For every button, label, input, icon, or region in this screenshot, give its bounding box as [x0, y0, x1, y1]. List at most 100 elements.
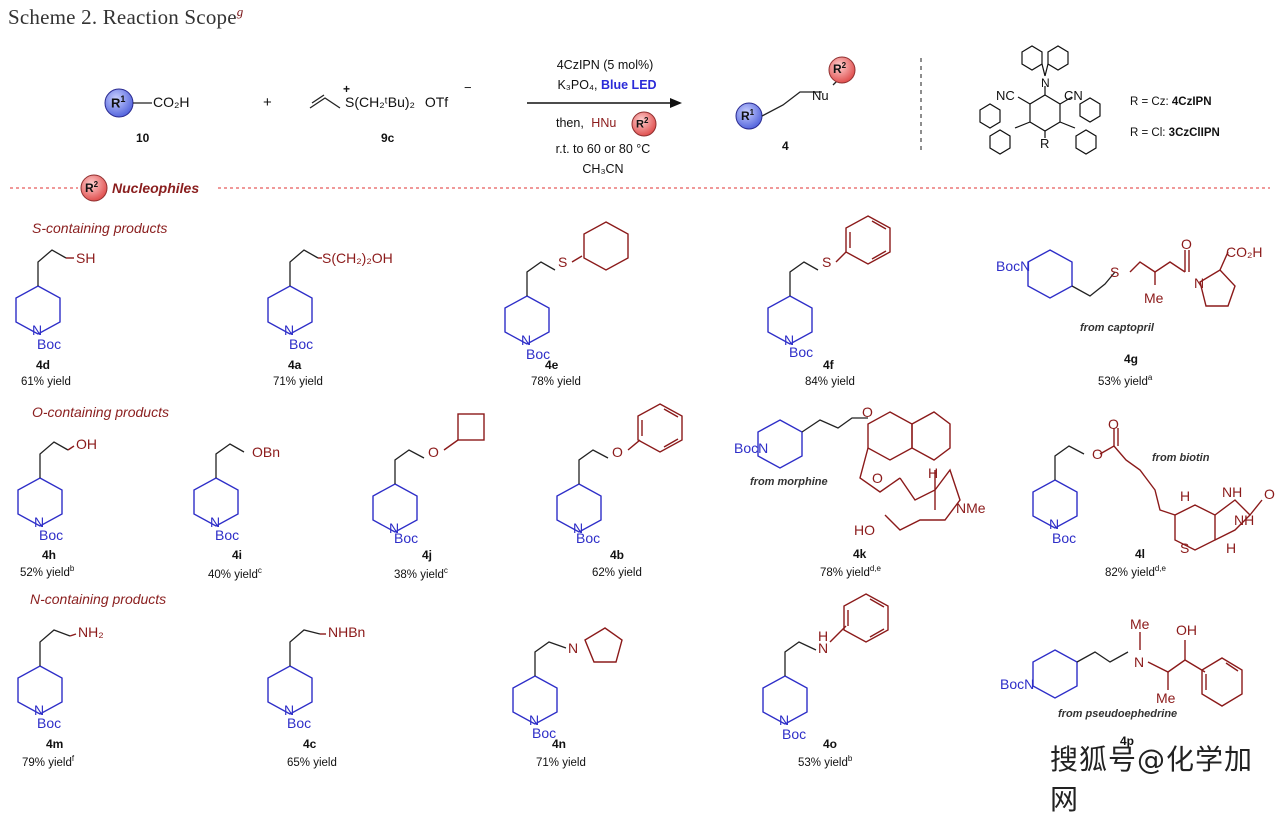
- n-4h: N: [34, 514, 45, 530]
- n-4e: N: [521, 332, 532, 348]
- n-4a: N: [284, 322, 295, 338]
- yield-4k: 78% yieldd,e: [820, 564, 881, 579]
- boc-4n: Boc: [532, 725, 557, 741]
- biotin-s: S: [1180, 540, 1190, 556]
- yield-4o: 53% yieldb: [798, 754, 853, 769]
- label-4p: 4p: [1120, 734, 1135, 748]
- group-4a: S(CH₂)₂OH: [322, 250, 393, 266]
- yield-4c: 65% yield: [287, 756, 337, 769]
- section-o: O-containing products: [32, 404, 169, 420]
- piperidine-4d: [15, 285, 61, 335]
- catalyst-nc: NC: [996, 88, 1015, 103]
- counterion-charge: −: [464, 80, 472, 95]
- group-4c: NHBn: [328, 624, 366, 640]
- phenyl-4o: [843, 593, 889, 643]
- r2-label-product: R2: [833, 61, 847, 76]
- morphine-o1: O: [862, 404, 873, 420]
- label-4i: 4i: [232, 548, 243, 562]
- source-4l: from biotin: [1152, 452, 1210, 464]
- phenyl-4f: [845, 215, 891, 265]
- piperidine-4p: [1032, 649, 1078, 699]
- biotin-o2: O: [1108, 416, 1119, 432]
- piperidine-4m: [17, 665, 63, 715]
- r1-label: R1: [111, 94, 126, 111]
- label-4m: 4m: [46, 737, 64, 751]
- captopril-s: S: [1110, 264, 1120, 280]
- label-4e: 4e: [545, 358, 559, 372]
- n-4o: N: [779, 712, 790, 728]
- piperidine-4h: [17, 477, 63, 527]
- phenyl-4b: [637, 403, 683, 453]
- boc-4f: Boc: [789, 344, 814, 360]
- boc-4e: Boc: [526, 346, 551, 362]
- boc-4h: Boc: [39, 527, 64, 543]
- boc-4a: Boc: [289, 336, 314, 352]
- piperidine-4g: [1027, 249, 1073, 299]
- morphine-h: H: [928, 465, 939, 481]
- morphine-nme: NMe: [956, 500, 986, 516]
- group-4o: H N: [818, 628, 829, 656]
- yield-4h: 52% yieldb: [20, 564, 75, 579]
- boc-4c: Boc: [287, 715, 312, 731]
- pyrrolidine-4n: [584, 627, 623, 663]
- group-4m: NH₂: [78, 624, 104, 640]
- label-4b: 4b: [610, 548, 625, 562]
- catalyst-r: R: [1040, 136, 1050, 151]
- biotin-h2: H: [1226, 540, 1237, 556]
- source-4k: from morphine: [750, 476, 828, 488]
- pseudo-me1: Me: [1130, 616, 1150, 632]
- catalyst-definition-1: R = Cz: 4CzIPN: [1130, 96, 1212, 108]
- boc-4p: BocN: [1000, 676, 1035, 692]
- nucleophiles-header: Nucleophiles: [112, 180, 200, 196]
- catalyst-structure: [979, 45, 1101, 155]
- captopril-o: O: [1181, 236, 1192, 252]
- sulfonium-charge: +: [343, 82, 351, 96]
- boc-4d: Boc: [37, 336, 62, 352]
- boc-4o: Boc: [782, 726, 807, 742]
- morphine-arene: [867, 411, 913, 461]
- boc-4g: BocN: [996, 258, 1031, 274]
- cyclobutyl-4j: [457, 413, 485, 441]
- yield-4j: 38% yieldc: [394, 566, 448, 581]
- piperidine-4a: [267, 285, 313, 335]
- n-4d: N: [32, 322, 43, 338]
- sulfonium-label: 9c: [381, 131, 395, 145]
- yield-4e: 78% yield: [531, 375, 581, 388]
- label-4l: 4l: [1135, 547, 1146, 561]
- n-4c: N: [284, 702, 295, 718]
- label-4a: 4a: [288, 358, 302, 372]
- n-4b: N: [573, 520, 584, 536]
- yield-4g: 53% yielda: [1098, 373, 1153, 388]
- n-4i: N: [210, 514, 221, 530]
- yield-4m: 79% yieldf: [22, 754, 75, 769]
- n-4j: N: [389, 520, 400, 536]
- source-4p: from pseudoephedrine: [1058, 708, 1178, 720]
- label-4o: 4o: [823, 737, 838, 751]
- r2-bubble-conditions: [631, 111, 657, 137]
- acid-label: 10: [136, 131, 150, 145]
- pseudo-me2: Me: [1156, 690, 1176, 706]
- scheme-title: Scheme 2. Reaction Scopeg: [8, 4, 244, 29]
- captopril-n: N: [1194, 275, 1205, 291]
- label-4j: 4j: [422, 548, 433, 562]
- piperidine-4o: [762, 675, 808, 725]
- section-n: N-containing products: [30, 591, 167, 607]
- group-4j: O: [428, 444, 439, 460]
- biotin-h1: H: [1180, 488, 1191, 504]
- n-4n: N: [529, 712, 540, 728]
- boc-4i: Boc: [215, 527, 240, 543]
- scheme-artwork: [10, 45, 1270, 725]
- catalyst-definition-2: R = Cl: 3CzClIPN: [1130, 127, 1220, 139]
- label-4n: 4n: [552, 737, 567, 751]
- yield-4i: 40% yieldc: [208, 566, 262, 581]
- catalyst-n: N: [1041, 76, 1050, 90]
- label-4c: 4c: [303, 737, 317, 751]
- group-4n: N: [568, 640, 579, 656]
- pseudo-oh: OH: [1176, 622, 1197, 638]
- biotin-nh1: NH: [1222, 484, 1243, 500]
- yield-4l: 82% yieldd,e: [1105, 564, 1166, 579]
- watermark: 搜狐号@化学加网: [1050, 743, 1254, 816]
- boc-4k: BocN: [734, 440, 769, 456]
- phenyl-4p: [1201, 657, 1243, 707]
- label-4h: 4h: [42, 548, 57, 562]
